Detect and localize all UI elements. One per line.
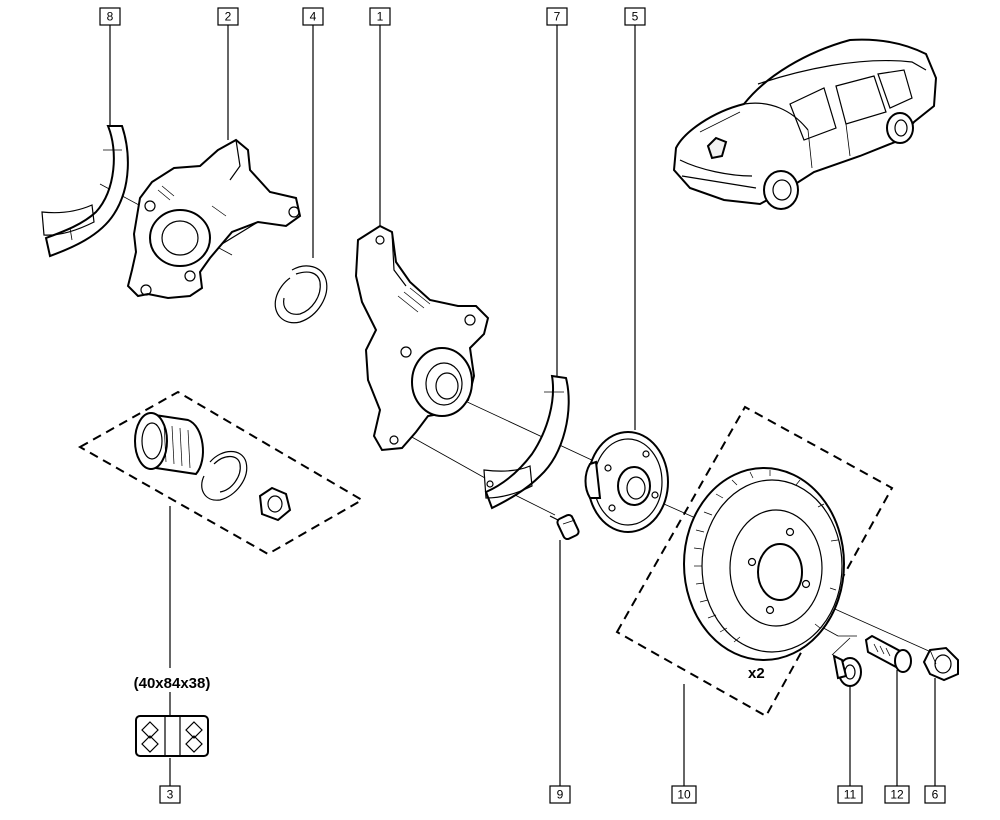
callout-12: 12 [884,785,910,804]
screw-part-9 [549,513,580,541]
callout-6-label: 6 [932,788,939,802]
callout-5: 5 [624,7,646,26]
callout-11: 11 [837,785,863,804]
callout-3-label: 3 [167,788,174,802]
callout-12-label: 12 [890,788,904,802]
brake-disc-kit-box [615,405,894,718]
brake-disc-part-10 [683,467,845,661]
dust-shield-part-8 [41,125,129,258]
callout-10-label: 10 [677,788,691,802]
bearing-circlip [201,450,248,501]
car-illustration [672,38,938,210]
callout-5-label: 5 [632,10,639,24]
circlip-part-4 [274,265,328,324]
callout-9: 9 [549,785,571,804]
wheel-bearing [134,412,204,476]
callout-2: 2 [217,7,239,26]
screw-part-11 [832,654,862,687]
disc-quantity-label: x2 [748,665,765,682]
callout-11-label: 11 [844,788,857,802]
callout-4: 4 [302,7,324,26]
hub-nut-part-6 [922,646,959,682]
steering-knuckle-part-2 [126,138,302,300]
callout-8-label: 8 [107,10,114,24]
steering-knuckle-part-1 [354,224,490,452]
bearing-symbol [135,715,209,757]
callout-6: 6 [924,785,946,804]
callout-7: 7 [546,7,568,26]
callout-3: 3 [159,785,181,804]
leader-lines [99,24,941,786]
callout-1-label: 1 [377,10,384,24]
callout-7-label: 7 [554,10,561,24]
bolt-part-12 [864,634,912,673]
bearing-kit-box [77,390,364,556]
callout-1: 1 [369,7,391,26]
axle-nut [258,486,292,522]
wheel-hub-part-5 [584,431,669,533]
callout-2-label: 2 [225,10,232,24]
bearing-size-label: (40x84x38) [134,675,211,692]
callout-9-label: 9 [557,788,564,802]
callout-10: 10 [671,785,697,804]
callout-8: 8 [99,7,121,26]
callout-4-label: 4 [310,10,317,24]
dust-shield-part-7 [483,374,570,510]
